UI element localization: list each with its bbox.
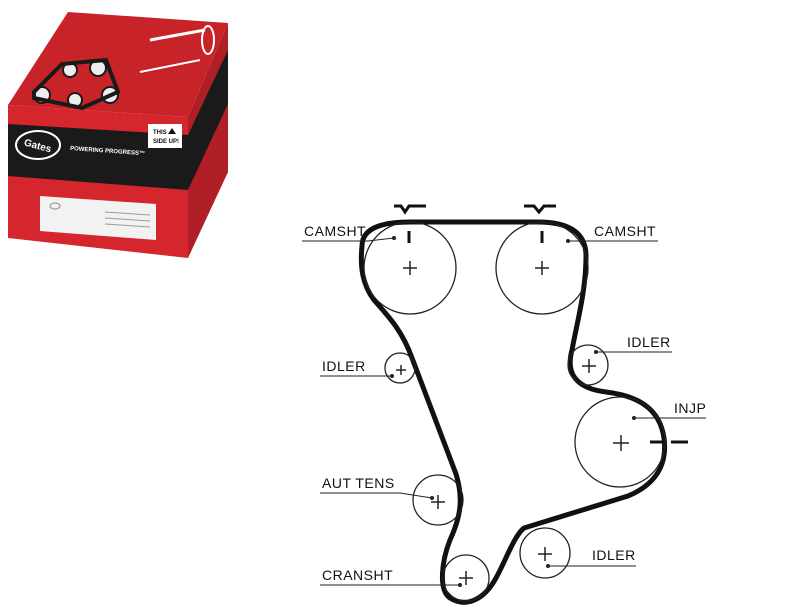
cross-icon bbox=[538, 547, 552, 561]
side-up-line1: THIS bbox=[153, 130, 167, 136]
cross-icon bbox=[535, 261, 549, 275]
pulley-centers bbox=[396, 261, 629, 585]
label-idler-lower-right: IDLER bbox=[592, 547, 636, 563]
timing-mark-icon bbox=[394, 204, 426, 243]
cross-icon bbox=[403, 261, 417, 275]
label-auto-tensioner: AUT TENS bbox=[322, 475, 395, 491]
injection-pump-pulley bbox=[574, 396, 666, 488]
timing-marks bbox=[394, 204, 688, 444]
idler-left-pulley bbox=[384, 352, 416, 384]
belt-route bbox=[358, 219, 668, 605]
box-side-logo-icon bbox=[201, 25, 215, 55]
side-up-badge bbox=[148, 124, 182, 148]
cross-icon bbox=[396, 365, 406, 375]
camshaft-left-pulley bbox=[363, 221, 457, 315]
cross-icon bbox=[613, 435, 629, 451]
box-label bbox=[40, 196, 156, 240]
leader-lines bbox=[302, 237, 706, 586]
cross-icon bbox=[582, 359, 596, 373]
pulleys bbox=[363, 221, 666, 602]
crankshaft-pulley bbox=[442, 554, 490, 602]
leader-dots bbox=[390, 236, 636, 587]
cross-icon bbox=[459, 571, 473, 585]
box-top-belt bbox=[32, 57, 121, 111]
box-top-face bbox=[8, 12, 228, 117]
label-camshaft-right: CAMSHT bbox=[594, 223, 656, 239]
idler-upper-right-pulley bbox=[567, 344, 609, 386]
label-idler-left: IDLER bbox=[322, 358, 366, 374]
product-box-image: Gates POWERING PROGRESS™ THIS SIDE UP! bbox=[8, 12, 228, 258]
label-injection-pump: INJP bbox=[674, 400, 706, 416]
diagram-labels: CAMSHT CAMSHT IDLER IDLER INJP AUT TENS … bbox=[304, 223, 706, 583]
box-side-band bbox=[188, 50, 228, 190]
label-idler-upper-right: IDLER bbox=[627, 334, 671, 350]
timing-mark-icon bbox=[524, 204, 556, 243]
auto-tensioner-pulley bbox=[412, 474, 464, 526]
label-camshaft-left: CAMSHT bbox=[304, 223, 366, 239]
box-front-band bbox=[8, 124, 188, 190]
up-arrow-icon bbox=[168, 128, 176, 134]
label-crankshaft: CRANSHT bbox=[322, 567, 393, 583]
timing-belt bbox=[358, 219, 668, 605]
box-label-logo-icon bbox=[49, 202, 61, 210]
camshaft-right-pulley bbox=[495, 221, 589, 315]
side-up-line2: SIDE UP! bbox=[153, 139, 179, 145]
idler-lower-right-pulley bbox=[519, 527, 571, 579]
box-label-barcode-icon bbox=[104, 211, 151, 228]
cross-icon bbox=[431, 495, 445, 509]
